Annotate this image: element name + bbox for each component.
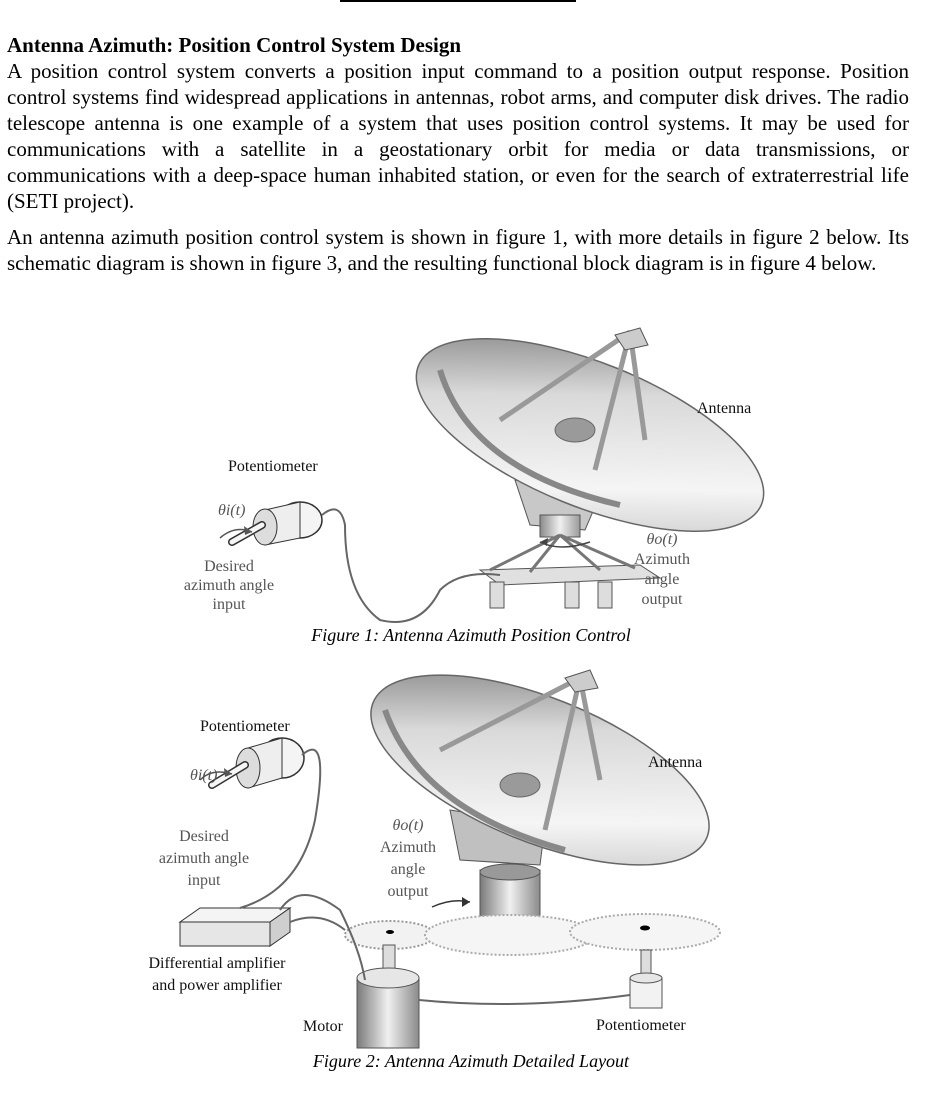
potentiometer-label-2: Potentiometer [200, 718, 290, 735]
desired-input-label-2: Desired azimuth angle input [158, 828, 250, 889]
amplifier-box [178, 907, 292, 947]
paragraph-1: A position control system converts a pos… [7, 59, 909, 213]
potentiometer-output [629, 949, 663, 1009]
potentiometer-input [199, 737, 305, 789]
amplifier-label: Differential amplifier and power amplifi… [148, 955, 286, 994]
theta-i-label-2: θi(t) [190, 767, 218, 784]
motor [356, 944, 420, 1049]
potentiometer2-label: Potentiometer [596, 1017, 686, 1034]
azimuth-output-label-2: θo(t) Azimuth angle output [380, 817, 436, 900]
top-rule [340, 0, 576, 2]
antenna-illustration-1 [219, 327, 765, 623]
antenna-illustration-2 [178, 669, 721, 1049]
figure-1-caption: Figure 1: Antenna Azimuth Position Contr… [311, 625, 631, 645]
figure-2: Potentiometer θi(t) Desired azimuth angl… [0, 660, 942, 1080]
paragraph-2: An antenna azimuth position control syst… [7, 225, 909, 275]
figure-2-caption: Figure 2: Antenna Azimuth Detailed Layou… [312, 1051, 630, 1071]
theta-i-label-1: θi(t) [218, 502, 246, 519]
azimuth-output-label-1: θo(t) Azimuth angle output [634, 531, 690, 608]
potentiometer-1 [219, 501, 323, 546]
motor-label: Motor [303, 1018, 343, 1035]
antenna-label-1: Antenna [697, 400, 752, 417]
document-body: Antenna Azimuth: Position Control System… [7, 32, 909, 276]
section-heading: Antenna Azimuth: Position Control System… [7, 33, 462, 57]
figure-1: Antenna Potentiometer θi(t) Desired azim… [0, 320, 942, 650]
desired-input-label-1: Desired azimuth angle input [183, 558, 275, 613]
potentiometer-label-1: Potentiometer [228, 458, 318, 475]
antenna-label-2: Antenna [648, 754, 703, 771]
